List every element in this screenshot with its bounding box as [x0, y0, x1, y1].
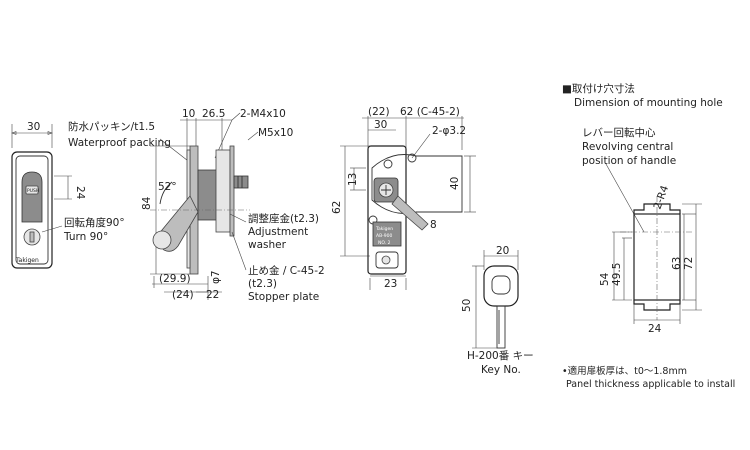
mounting-view: ■取付け穴寸法 Dimension of mounting hole レバー回転… [562, 82, 735, 390]
lever-center-en1: Revolving central [582, 141, 673, 153]
stopper-plate-side [229, 145, 235, 237]
side-view: 防水パッキン/t1.5 Waterproof packing 10 26.5 2… [41, 108, 325, 303]
front-view: 30 PUSH Takigen 24 [11, 121, 86, 269]
dim-26-5: 26.5 [202, 108, 225, 120]
dim-24: 24 [648, 323, 662, 335]
dim-back-30: 30 [374, 119, 387, 131]
dim-8: 8 [430, 219, 437, 231]
dim-back-23: 23 [384, 278, 397, 290]
latch-cam [391, 195, 429, 231]
gasket-label-jp: 防水パッキン/t1.5 [68, 120, 155, 133]
note-en: Panel thickness applicable to install [566, 379, 735, 390]
washer-jp: 調整座金(t2.3) [248, 212, 319, 225]
dim-key-50: 50 [461, 299, 473, 312]
back-label-3: NO. 2 [378, 240, 391, 246]
back-label-1: Takigen [375, 226, 393, 232]
dim-10: 10 [182, 108, 195, 120]
front-brand: Takigen [15, 257, 39, 264]
push-label: PUSH [27, 188, 39, 194]
key-name-en: Key No. [481, 364, 521, 376]
dim-r4: 2-R4 [652, 184, 672, 211]
dim-62-c45: 62 (C-45-2) [400, 106, 460, 118]
key-blade [496, 305, 506, 349]
angle-52: 52° [158, 181, 177, 193]
note-jp: •適用扉板厚は、t0～1.8mm [562, 365, 687, 377]
dim-49-5: 49.5 [611, 263, 623, 286]
dim-2-m4x10: 2-M4x10 [240, 108, 286, 120]
lever-center-en2: position of handle [582, 155, 676, 167]
mount-title-en: Dimension of mounting hole [574, 97, 723, 109]
dim-back-62: 62 [331, 201, 343, 214]
dim-key-20: 20 [496, 245, 509, 257]
key-head [483, 265, 519, 307]
dim-22-paren: (22) [368, 106, 390, 118]
dim-front-24: 24 [74, 186, 86, 200]
turn-jp: 回転角度90° [64, 216, 125, 229]
key-name-jp: H-200番 キー [467, 350, 534, 362]
dim-22: 22 [206, 289, 219, 301]
washer-en1: Adjustment [248, 226, 308, 238]
cam-bracket [215, 149, 231, 233]
turn-en: Turn 90° [63, 231, 108, 243]
dim-phi7: φ7 [210, 270, 222, 284]
dim-54: 54 [599, 272, 611, 286]
dim-13: 13 [347, 173, 359, 186]
back-view: (22) 62 (C-45-2) 30 2-φ3.2 62 13 Takigen… [331, 106, 476, 290]
stopper-jp: 止め金 / C-45-2 [248, 264, 325, 277]
dim-24-paren: (24) [172, 289, 194, 301]
washer-en2: washer [248, 239, 287, 251]
key-view: 20 50 H-200番 キー Key No. [461, 245, 534, 376]
dim-63: 63 [671, 257, 683, 270]
dim-2-phi32: 2-φ3.2 [432, 125, 466, 137]
dim-40: 40 [449, 177, 461, 190]
gasket-label-en: Waterproof packing [68, 137, 171, 149]
dim-84: 84 [141, 196, 153, 210]
back-label [372, 221, 402, 247]
dim-front-width: 30 [27, 121, 40, 133]
stopper-en: Stopper plate [248, 291, 319, 303]
lever-center-jp: レバー回転中心 [582, 126, 656, 139]
dim-29-9: (29.9) [159, 273, 191, 285]
dim-72: 72 [683, 257, 695, 270]
back-label-2: AB-900 [376, 233, 393, 239]
stopper-t: (t2.3) [248, 278, 277, 290]
lever-handle [21, 171, 43, 223]
mount-title-jp: ■取付け穴寸法 [562, 82, 635, 95]
stopper-plate-back [371, 154, 463, 214]
dim-m5x10: M5x10 [258, 127, 293, 139]
